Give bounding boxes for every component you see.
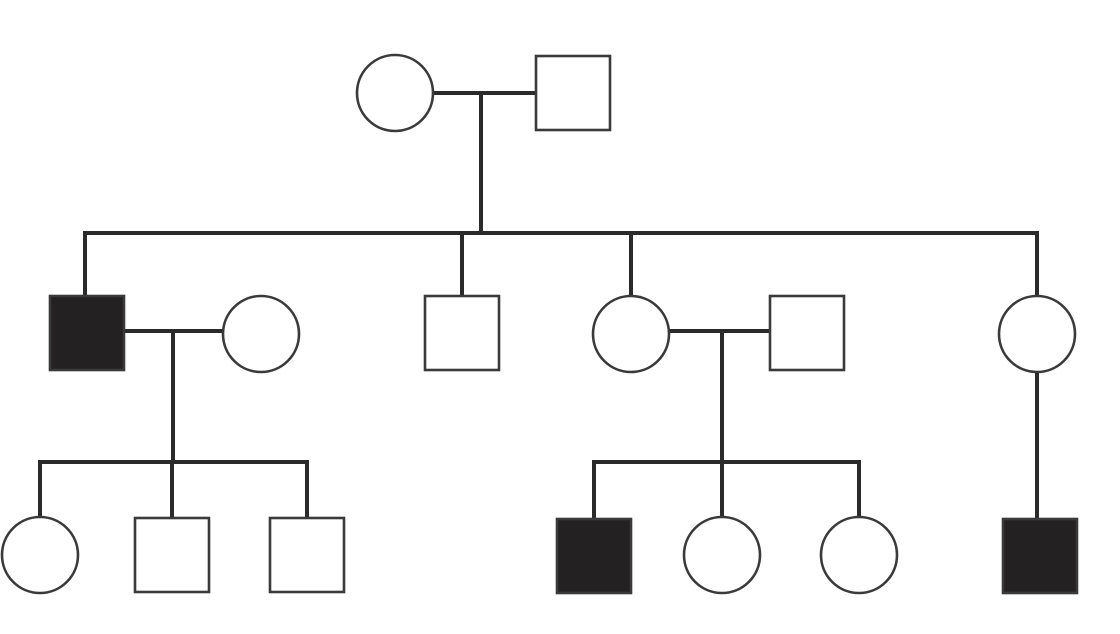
individual-ii-5-male-unaffected (768, 294, 846, 372)
individual-ii-1-male-affected (48, 294, 126, 372)
individual-iii-4-male-affected (555, 517, 633, 595)
individual-iii-3-male-unaffected (268, 516, 346, 594)
individual-ii-3-male-unaffected (423, 294, 501, 372)
individual-iii-2-male-unaffected (133, 516, 211, 594)
individual-ii-6-female-unaffected (997, 294, 1077, 374)
individual-i-2-male-unaffected (534, 54, 612, 132)
individual-iii-7-male-affected (1001, 517, 1079, 595)
individual-i-1-female-unaffected (355, 53, 435, 133)
individual-iii-1-female-unaffected (0, 515, 80, 595)
individual-ii-4-female-unaffected (591, 294, 671, 374)
individual-iii-6-female-unaffected (819, 515, 899, 595)
individual-iii-5-female-unaffected (682, 515, 762, 595)
individual-ii-2-female-unaffected (221, 294, 301, 374)
